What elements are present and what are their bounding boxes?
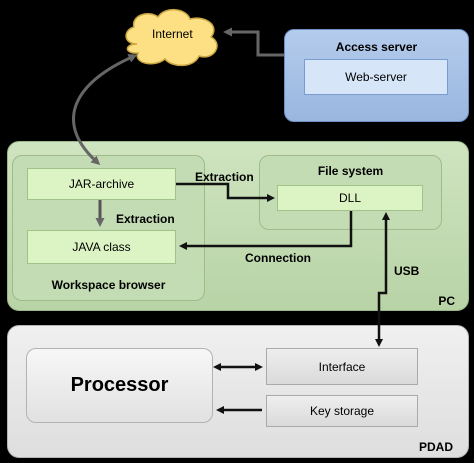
dll-box: DLL — [277, 185, 423, 211]
processor-label: Processor — [70, 374, 169, 396]
key-storage-box: Key storage — [266, 395, 418, 427]
jar-archive-box: JAR-archive — [27, 168, 176, 200]
http-connector — [223, 27, 284, 57]
extraction-label: Extraction — [195, 170, 254, 184]
http-label: HTTP(s) — [229, 72, 272, 84]
usb-label: USB — [394, 264, 420, 278]
extraction-inner-label: Extraction — [116, 212, 175, 226]
processor-box: Processor — [26, 348, 213, 423]
pdad-label: PDAD — [418, 440, 453, 454]
internet-label: Internet — [152, 27, 193, 41]
file-system-title: File system — [317, 164, 384, 178]
interface-box: Interface — [266, 348, 418, 385]
connection-label: Connection — [245, 251, 311, 265]
web-server-box: Web-server — [304, 59, 448, 95]
pc-label: PC — [438, 294, 455, 308]
java-class-box: JAVA class — [27, 230, 176, 264]
workspace-browser-title: Workspace browser — [51, 278, 166, 292]
access-server-title: Access server — [335, 40, 418, 54]
